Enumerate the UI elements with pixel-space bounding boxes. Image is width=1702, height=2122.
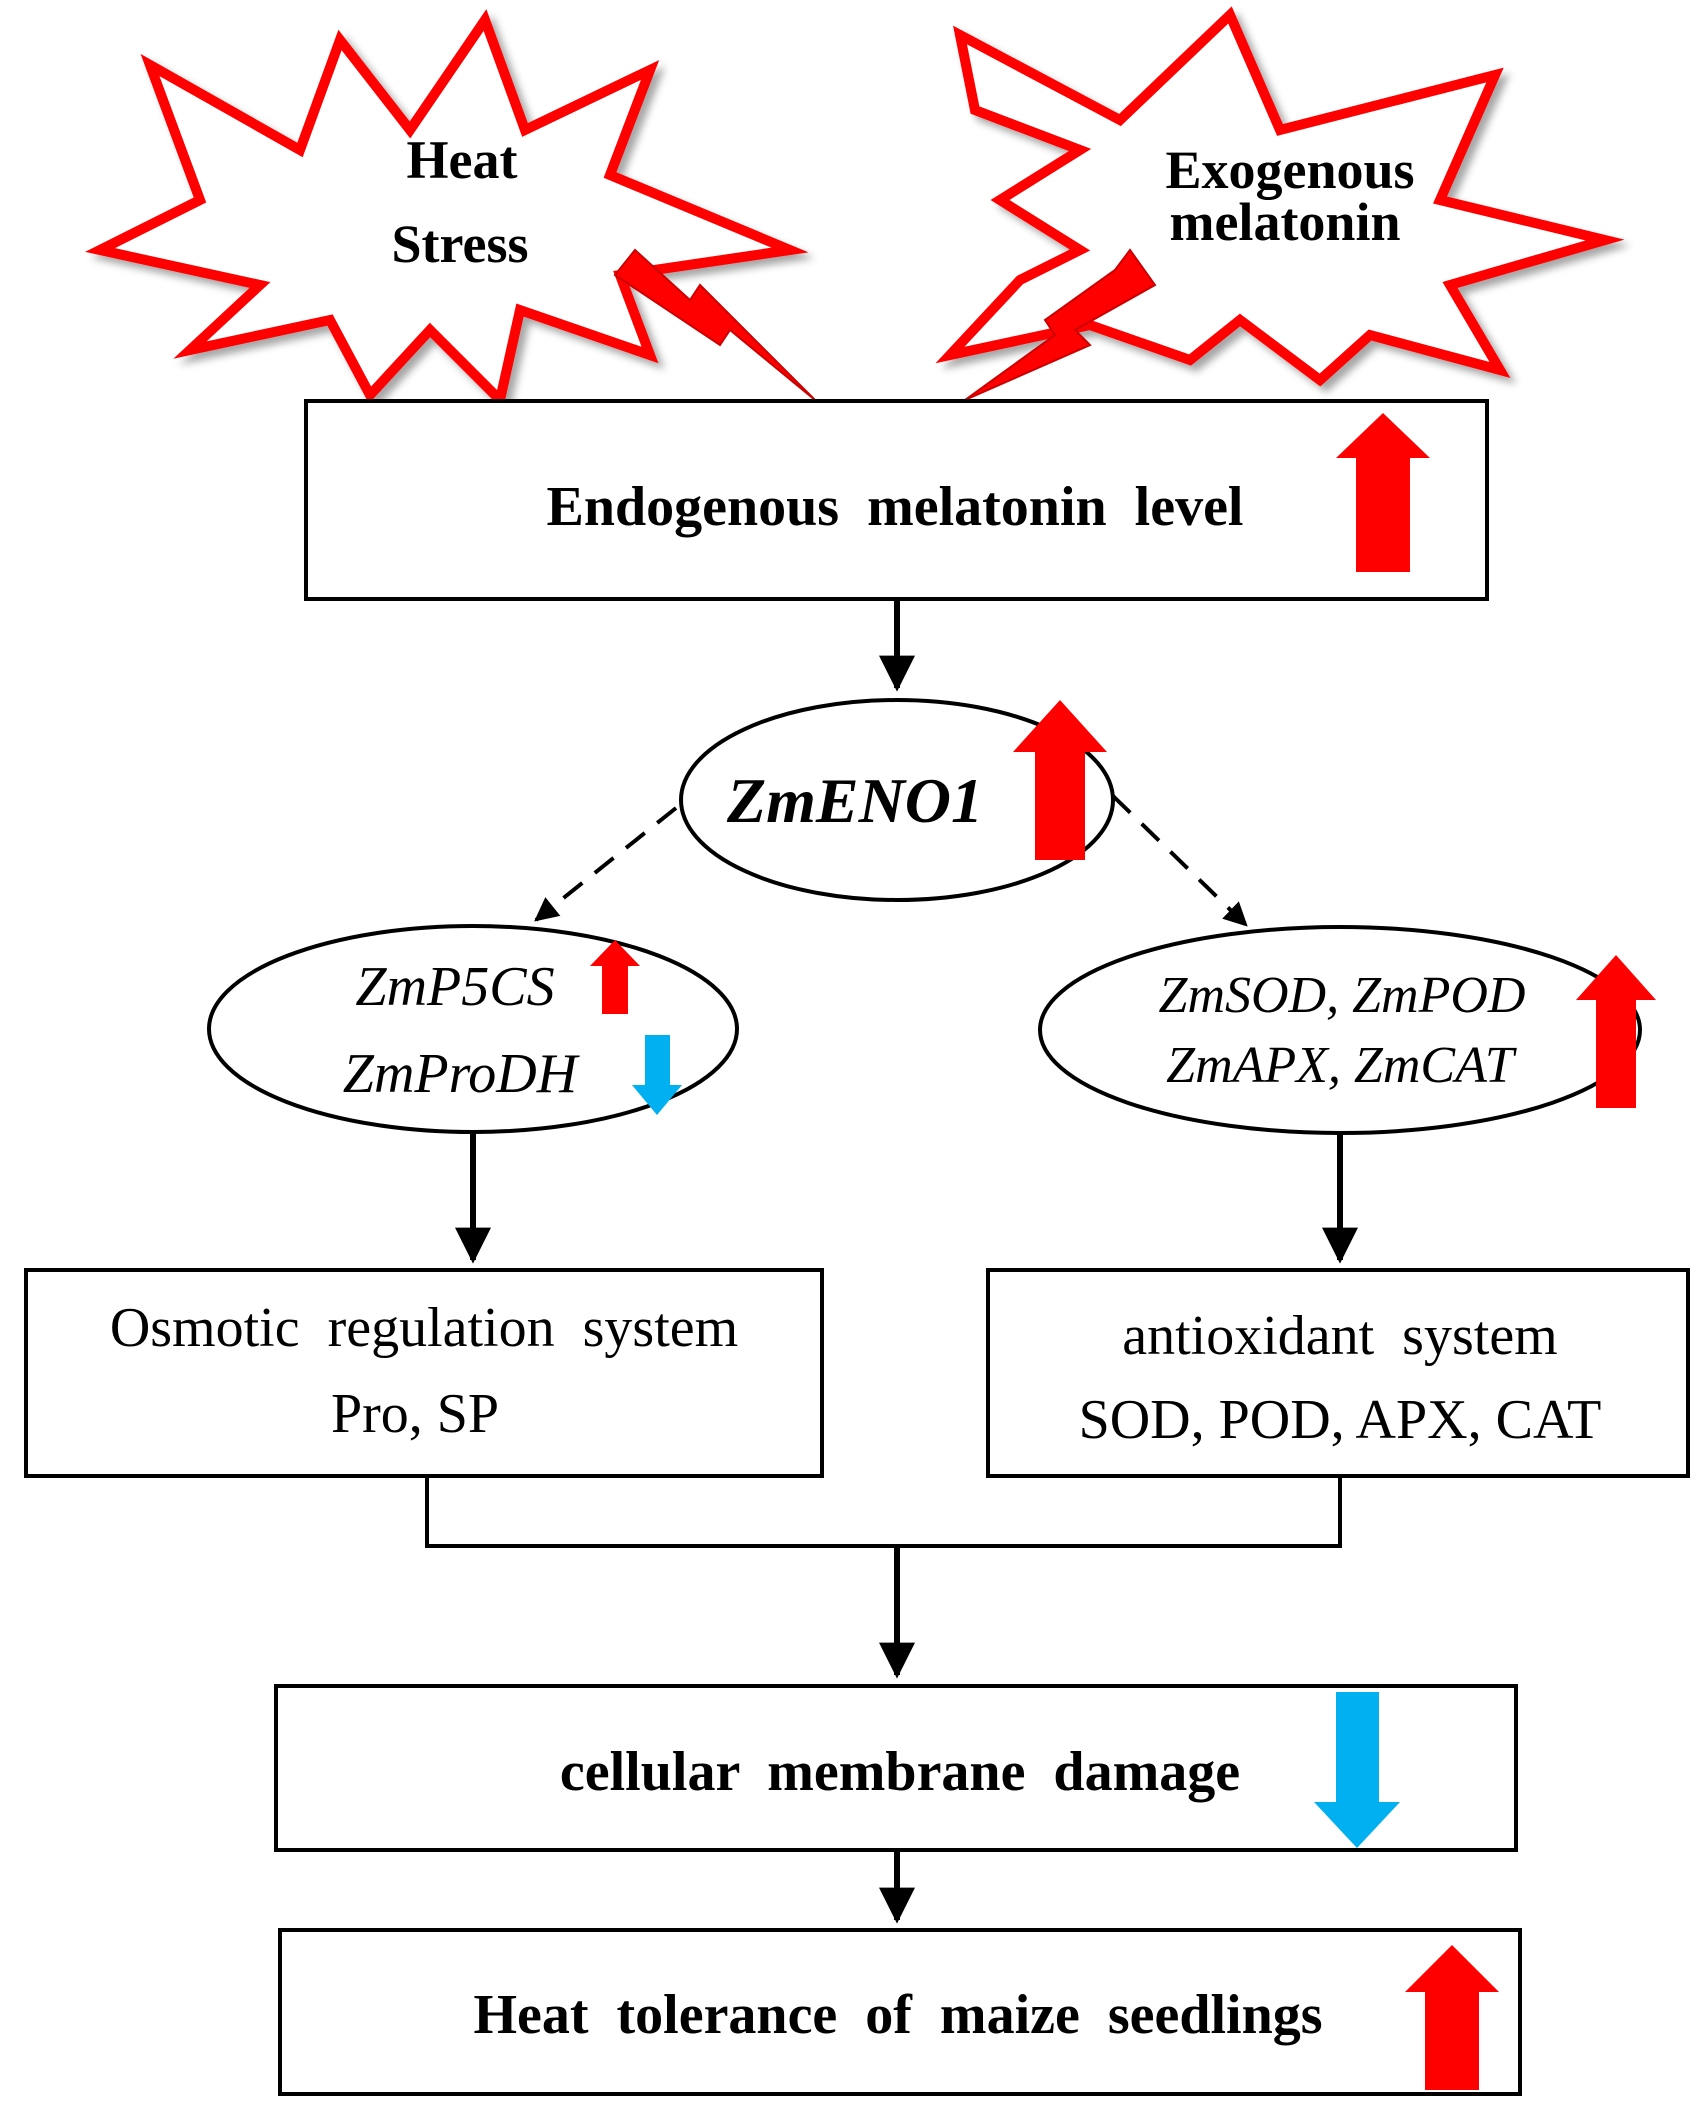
antioxidant-genes-label-line2: ZmAPX, ZmCAT: [1166, 1037, 1517, 1094]
endogenous-melatonin-up-arrow-icon: [1336, 413, 1430, 572]
osmotic-regulation-title: Osmotic regulation system: [110, 1297, 738, 1359]
heat-tolerance-label: Heat tolerance of maize seedlings: [473, 1984, 1322, 2046]
antioxidant-genes-label-line1: ZmSOD, ZmPOD: [1159, 967, 1526, 1024]
osmotic-regulation-items: Pro, SP: [331, 1383, 499, 1445]
endogenous-melatonin-label: Endogenous melatonin level: [547, 476, 1244, 538]
heat-stress-label-line2: Stress: [391, 214, 528, 274]
antioxidant-system-items: SOD, POD, APX, CAT: [1079, 1389, 1602, 1451]
antioxidant-genes-up-arrow-icon: [1576, 955, 1656, 1108]
antioxidant-system-title: antioxidant system: [1122, 1305, 1558, 1367]
antioxidant-system-box: [986, 1268, 1690, 1478]
zmp5cs-up-arrow-icon: [590, 940, 640, 1014]
exogenous-melatonin-label-line2: melatonin: [1169, 192, 1400, 252]
merge-connector: [425, 1476, 1342, 1548]
membrane-damage-down-arrow-icon: [1314, 1692, 1400, 1848]
zmprodh-label: ZmProDH: [343, 1043, 580, 1105]
zmeno1-ellipse: [679, 698, 1115, 902]
heat-tolerance-box: [278, 1928, 1522, 2096]
zmprodh-down-arrow-icon: [632, 1035, 682, 1115]
zmeno1-up-arrow-icon: [1013, 700, 1107, 860]
zmeno1-label: ZmENO1: [726, 765, 983, 836]
dashed-connector-eno1-to-antioxidant-genes: [1111, 794, 1248, 927]
exogenous-melatonin-label-line1: Exogenous: [1165, 140, 1414, 200]
antioxidant-genes-ellipse: [1038, 925, 1642, 1135]
heat-tolerance-up-arrow-icon: [1405, 1945, 1499, 2090]
membrane-damage-box: [274, 1684, 1518, 1852]
dashed-connector-eno1-to-proline-genes: [534, 806, 678, 922]
heat-stress-starburst-icon: [85, 9, 809, 410]
endogenous-melatonin-box: [304, 399, 1489, 601]
heat-stress-lightning-bolt-icon: [613, 248, 816, 401]
membrane-damage-label: cellular membrane damage: [560, 1741, 1240, 1803]
zmp5cs-label: ZmP5CS: [355, 956, 554, 1018]
heat-stress-label-line1: Heat: [407, 130, 518, 190]
osmotic-regulation-box: [24, 1268, 824, 1478]
